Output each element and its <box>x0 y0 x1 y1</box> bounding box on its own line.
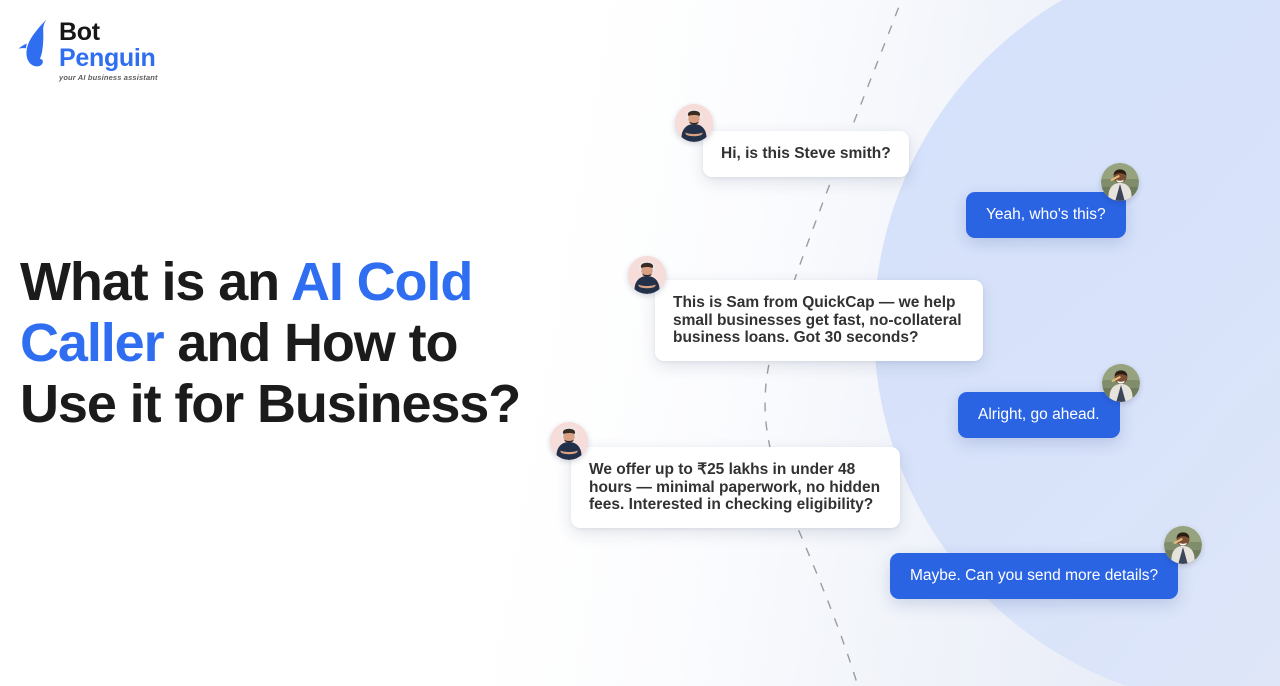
prospect-avatar <box>1102 364 1140 402</box>
agent-avatar <box>550 422 588 460</box>
chat-message: Hi, is this Steve smith? <box>675 104 909 177</box>
chat-message: Alright, go ahead. <box>958 364 1140 438</box>
chat-bubble-prospect: Maybe. Can you send more details? <box>890 553 1179 599</box>
agent-avatar <box>628 256 666 294</box>
chat-text: This is Sam from QuickCap — we help smal… <box>673 294 962 346</box>
page-title: What is an AI Cold Caller and How to Use… <box>20 252 560 435</box>
headline-accent: AI Cold Caller <box>20 252 473 373</box>
chat-bubble-agent: We offer up to ₹25 lakhs in under 48 hou… <box>571 447 900 528</box>
chat-text: Hi, is this Steve smith? <box>721 145 891 162</box>
chat-message: Maybe. Can you send more details? <box>890 526 1202 599</box>
chat-text: Yeah, who's this? <box>986 206 1106 223</box>
chat-message: Yeah, who's this? <box>966 163 1139 238</box>
brand-name-line-1: Bot <box>59 18 100 46</box>
brand-wordmark: Bot Penguin your AI business assistant <box>59 18 158 82</box>
agent-avatar <box>675 104 713 142</box>
penguin-icon <box>16 18 52 68</box>
brand-logo[interactable]: Bot Penguin your AI business assistant <box>16 18 158 82</box>
brand-tagline: your AI business assistant <box>59 73 158 82</box>
chat-message: We offer up to ₹25 lakhs in under 48 hou… <box>550 422 900 528</box>
chat-bubble-agent: This is Sam from QuickCap — we help smal… <box>655 280 983 361</box>
chat-bubble-prospect: Yeah, who's this? <box>966 192 1126 238</box>
headline-part-2: and How to Use it for Business? <box>20 313 521 434</box>
chat-text: We offer up to ₹25 lakhs in under 48 hou… <box>589 461 881 513</box>
chat-text: Alright, go ahead. <box>978 406 1100 423</box>
chat-text: Maybe. Can you send more details? <box>910 567 1159 584</box>
prospect-avatar <box>1164 526 1202 564</box>
chat-message: This is Sam from QuickCap — we help smal… <box>628 256 983 361</box>
chat-bubble-agent: Hi, is this Steve smith? <box>703 131 909 177</box>
prospect-avatar <box>1101 163 1139 201</box>
brand-name-line-2: Penguin <box>59 44 156 72</box>
headline-part-1: What is an <box>20 252 291 312</box>
chat-bubble-prospect: Alright, go ahead. <box>958 392 1120 438</box>
